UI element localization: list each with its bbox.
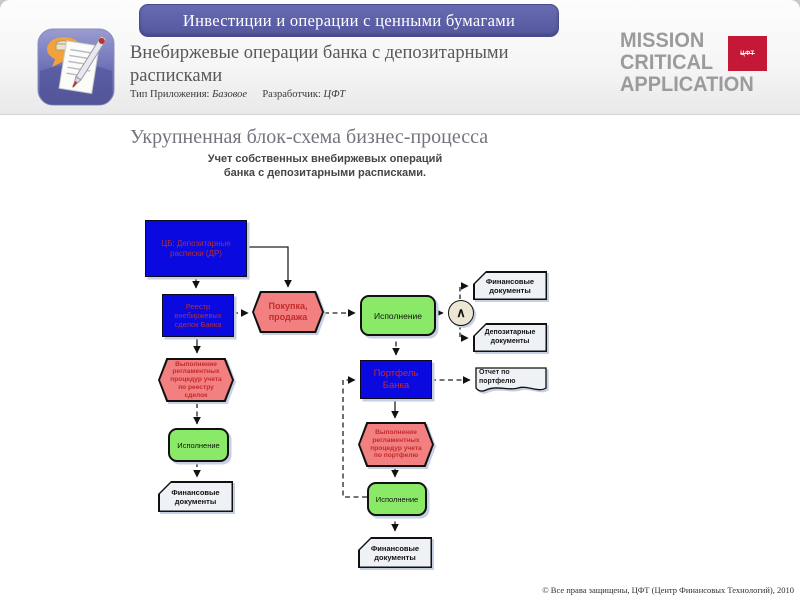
node-label: Выполнение регламентных процедур учета п… [370,428,422,460]
logo-line-3: APPLICATION [620,73,754,96]
and-junction-icon: ∧ [448,300,474,326]
node-financial-documents-1: Финансовые документы [473,271,547,300]
node-buy-sell: Покупка, продажа [252,291,324,333]
developer-label: Разработчик: [262,89,321,100]
node-label: Исполнение [177,440,220,450]
logo-line-2: CRITICAL [620,51,714,74]
node-execution-1: Исполнение [360,295,436,336]
and-symbol: ∧ [456,305,466,320]
diagram-title-line2: банка с депозитарными расписками. [223,167,427,179]
app-type-value: Базовое [212,89,248,100]
section-title: Укрупненная блок-схема бизнес-процесса [130,126,489,148]
header-band: Инвестиции и операции с ценными бумагами… [0,0,800,115]
copyright-text: © Все права защищены, ЦФТ (Центр Финансо… [542,585,794,595]
diagram-title: Учет собственных внебиржевых операций ба… [165,152,485,180]
node-label: Отчет по портфелю [479,369,516,385]
node-execution-2: Исполнение [168,428,229,462]
diagram-title-line1: Учет собственных внебиржевых операций [207,153,443,165]
node-depositary-documents: Депозитарные документы [473,323,547,352]
developer-value: ЦФТ [323,89,346,100]
node-bank-portfolio: Портфель Банка [360,360,432,399]
node-regulated-procedures-register: Выполнение регламентных процедур учета п… [158,358,234,402]
page-title: Внебиржевые операции банка с депозитарны… [130,43,509,86]
node-regulated-procedures-portfolio: Выполнение регламентных процедур учета п… [358,422,434,467]
mission-critical-logo: MISSION CRITICAL APPLICATION ЦФТ [620,30,790,100]
node-label: Финансовые документы [485,276,535,295]
node-label: ЦБ: Депозитарные расписки (ДР) [161,238,231,258]
node-label: Реестр внебиржевых сделок Банка [174,302,222,329]
cft-red-badge: ЦФТ [728,36,767,71]
logo-line-1: MISSION [620,29,705,52]
node-label: Выполнение регламентных процедур учета п… [170,360,222,399]
cft-badge-text: ЦФТ [740,50,755,57]
app-type-label: Тип Приложения: [130,89,210,100]
node-cb-depositary-receipts: ЦБ: Депозитарные расписки (ДР) [145,220,247,277]
node-financial-documents-3: Финансовые документы [358,537,432,568]
node-label: Исполнение [375,494,419,504]
slide-title: Инвестиции и операции с ценными бумагами [182,10,516,30]
node-portfolio-report: Отчет по портфелю [475,367,547,395]
notes-pen-app-icon [37,28,115,106]
node-label: Исполнение [373,310,423,321]
node-label: Покупка, продажа [268,301,308,322]
node-label: Финансовые документы [171,487,220,506]
node-otc-deals-register: Реестр внебиржевых сделок Банка [162,294,234,337]
node-financial-documents-2: Финансовые документы [158,481,233,512]
node-label: Портфель Банка [373,367,419,391]
app-meta-line: Тип Приложения: Базовое Разработчик: ЦФТ [130,89,345,100]
node-execution-3: Исполнение [367,482,427,516]
wavy-document-shape [475,367,547,392]
node-label: Финансовые документы [370,543,420,562]
slide-title-bar: Инвестиции и операции с ценными бумагами [139,4,559,37]
node-label: Депозитарные документы [484,329,536,345]
